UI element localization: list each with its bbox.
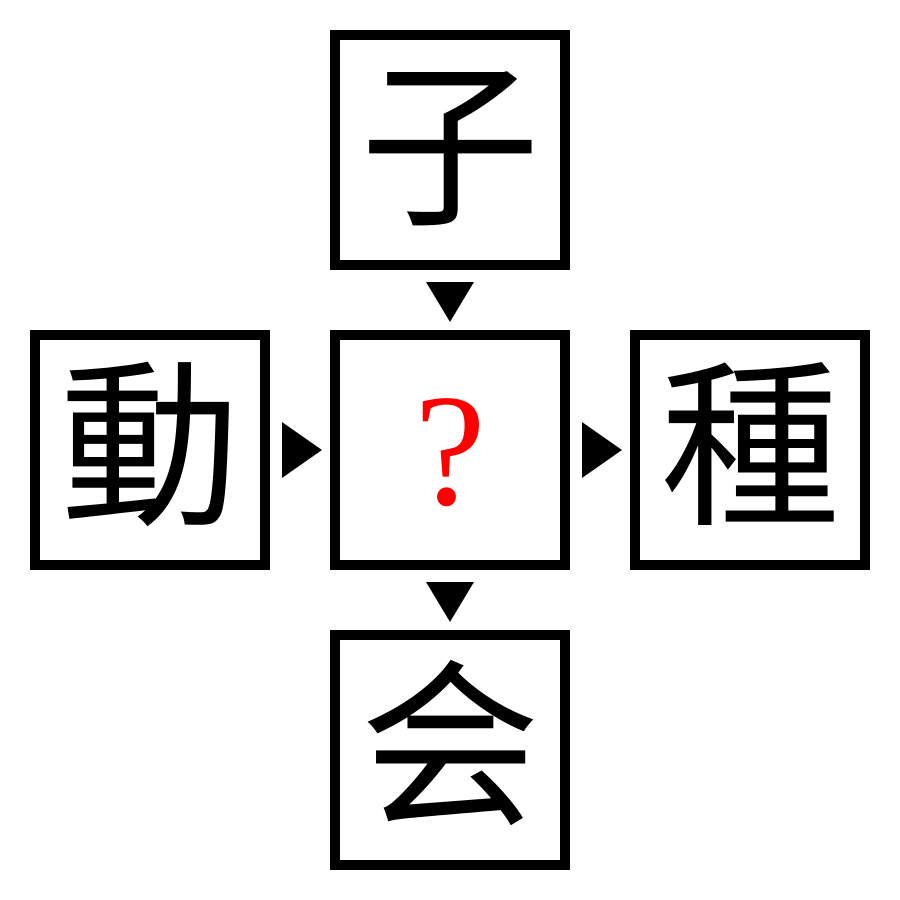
- kanji-top: 子: [359, 45, 540, 254]
- kanji-cell-left: 動: [30, 330, 270, 570]
- kanji-cell-bottom: 会: [330, 630, 570, 870]
- arrow-right-icon: [582, 422, 622, 478]
- answer-cell[interactable]: ?: [330, 330, 570, 570]
- kanji-cell-right: 種: [630, 330, 870, 570]
- kanji-left: 動: [59, 345, 240, 554]
- kanji-right: 種: [659, 345, 840, 554]
- arrow-down-icon: [426, 282, 474, 322]
- answer-placeholder: ?: [414, 361, 486, 539]
- arrow-right-icon: [282, 422, 322, 478]
- kanji-bottom: 会: [359, 645, 540, 854]
- kanji-cell-top: 子: [330, 30, 570, 270]
- arrow-down-icon: [426, 582, 474, 622]
